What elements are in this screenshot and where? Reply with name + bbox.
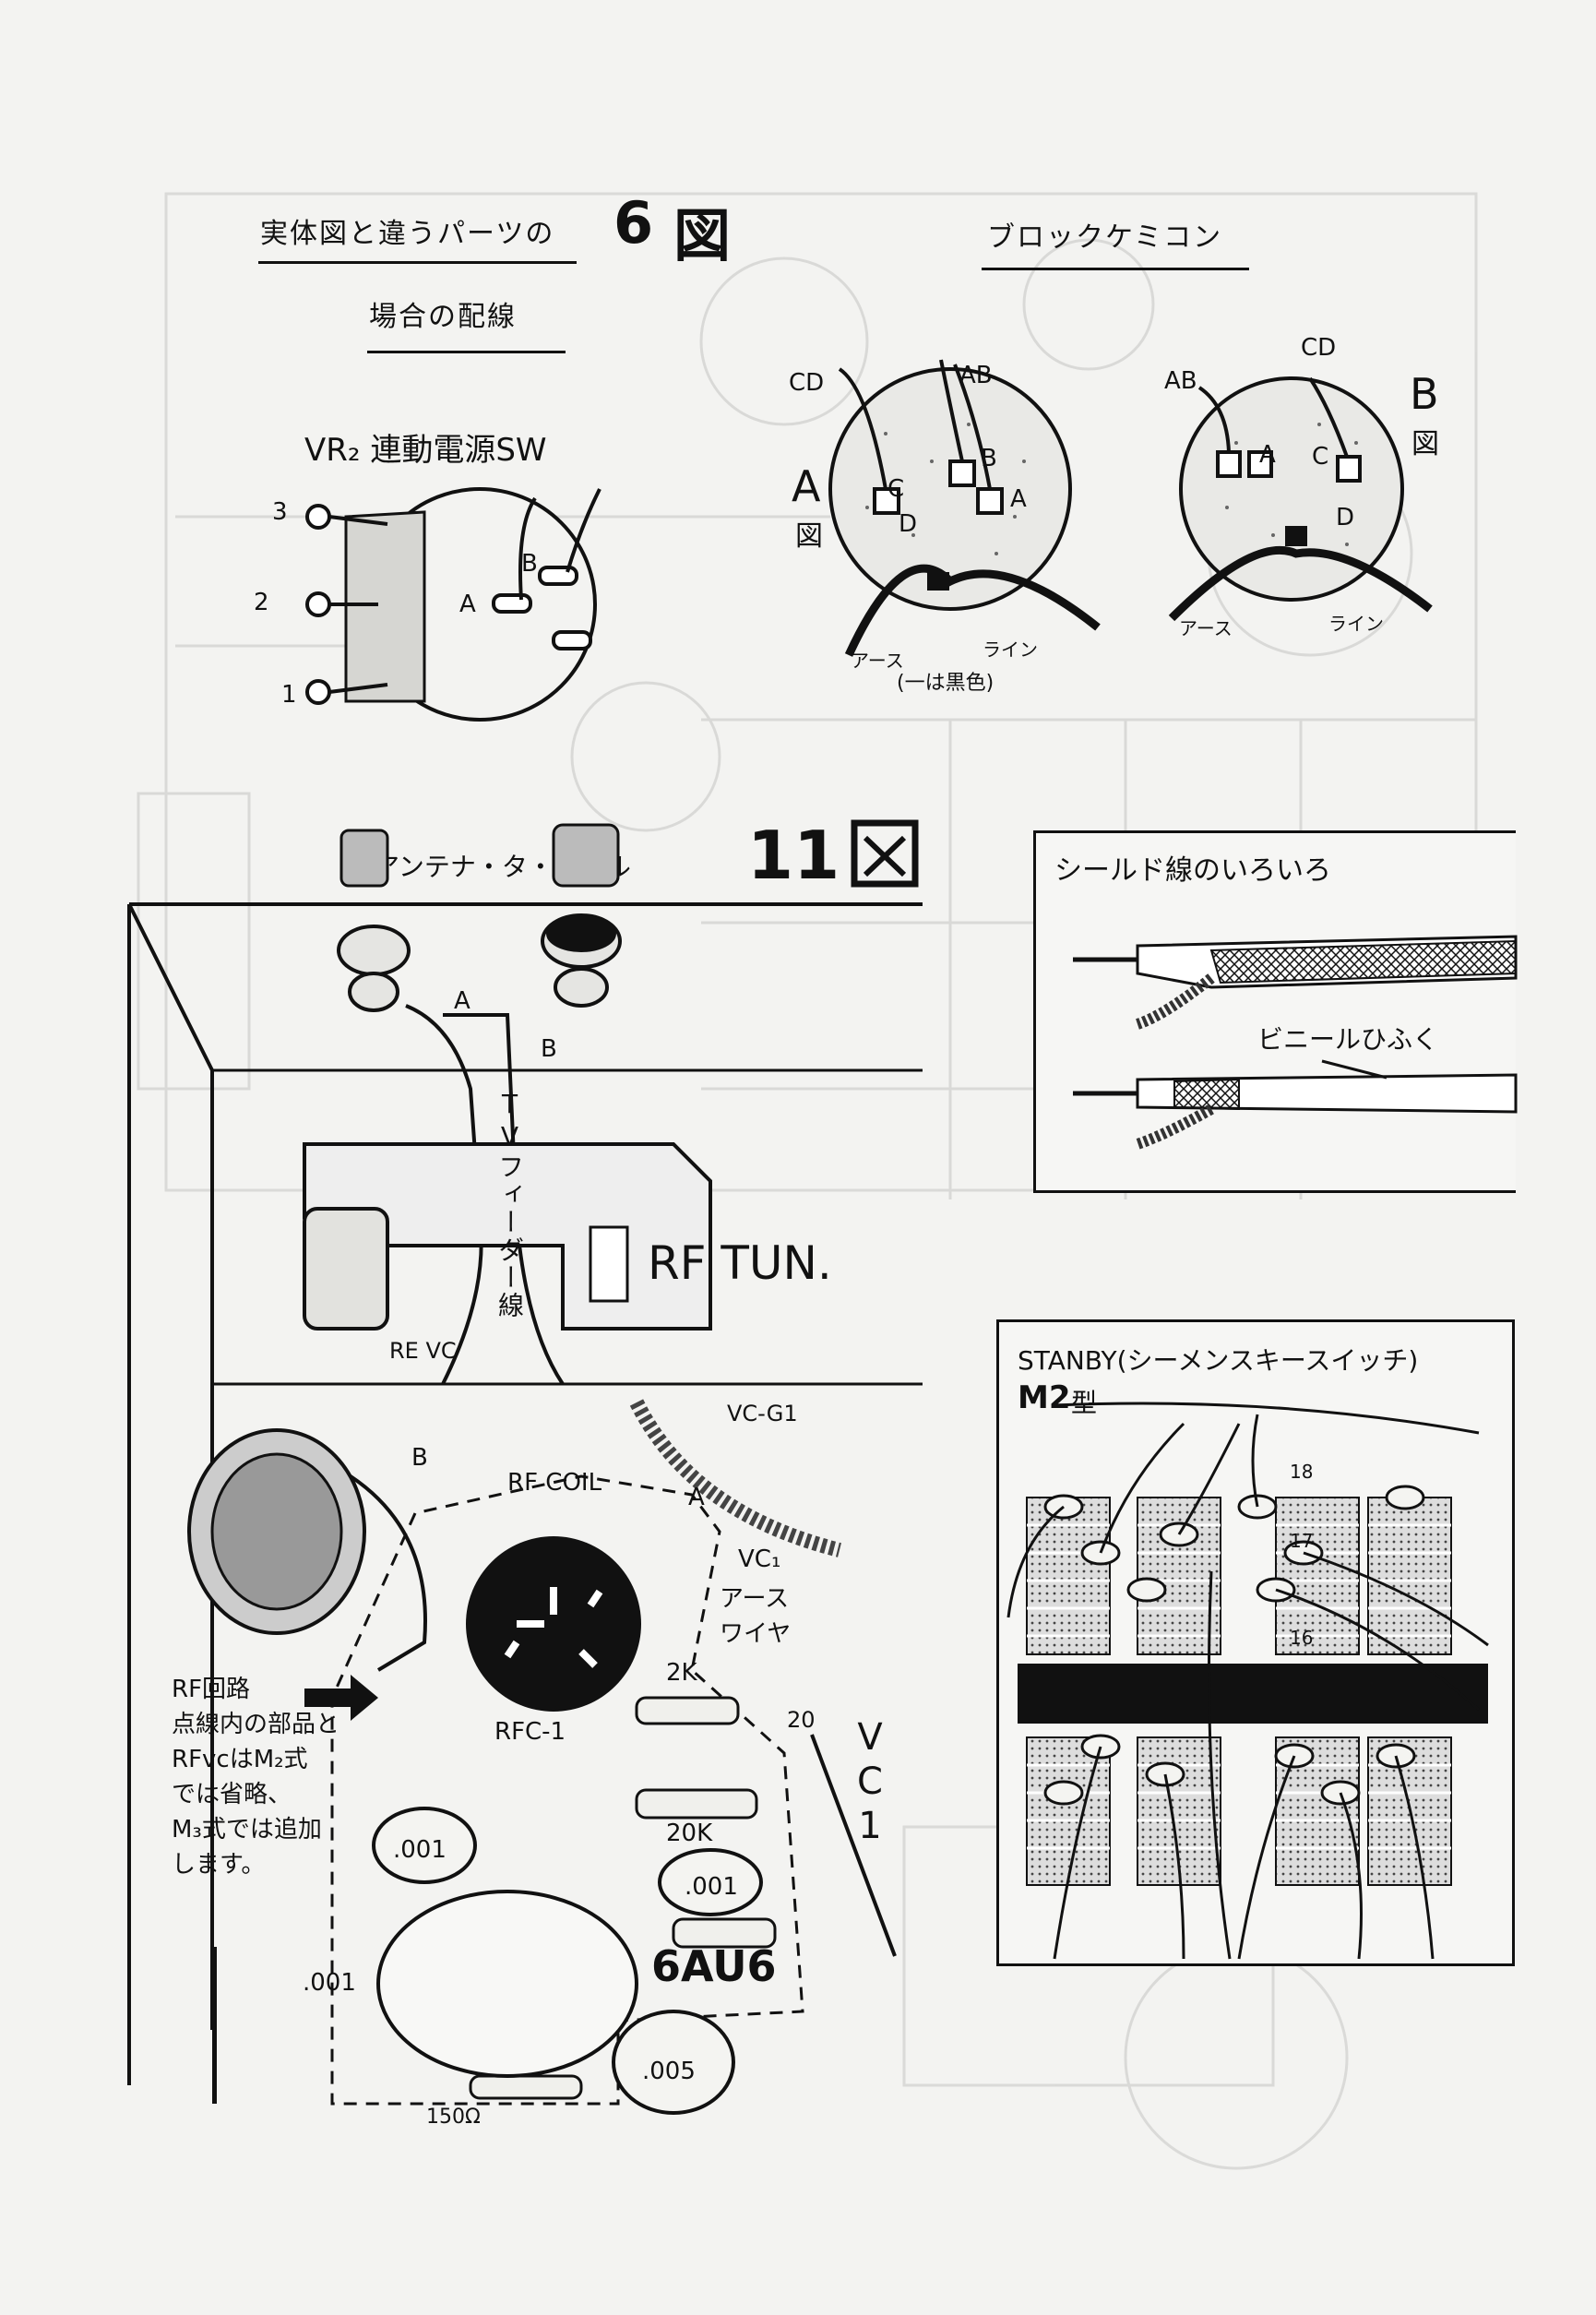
standby-contact-18: 18	[1290, 1461, 1314, 1483]
cap-001-b-label: .001	[685, 1873, 738, 1901]
block-a-pin-b: B	[981, 445, 997, 472]
rf-note-line2: 点線内の部品と	[172, 1711, 340, 1738]
rf-tuner-label: RF TUN.	[648, 1236, 832, 1290]
shield-cable-panel: シールド線のいろいろ ビニールひふく	[1033, 830, 1518, 1193]
block-b-pin-d: D	[1336, 504, 1355, 531]
block-a-earth: アース	[851, 650, 904, 672]
standby-switch-panel: STANBY(シーメンスキースイッチ) M2 型	[996, 1319, 1515, 1966]
rf-note-line6: します。	[172, 1851, 266, 1879]
vc1-earth-line2: アース	[720, 1585, 790, 1613]
vr2-term-b: B	[521, 550, 538, 578]
rf-note-line1: RF回路	[172, 1676, 251, 1703]
block-a-ab-label: AB	[959, 362, 993, 389]
pin-20-label: 20	[787, 1707, 816, 1733]
block-b-fig-letter: B	[1410, 369, 1439, 419]
tv-feeder-label: TVフィーダー線	[494, 1089, 525, 1319]
vinyl-coating-label: ビニールひふく	[1257, 1024, 1439, 1055]
vr2-lug-2: 2	[254, 589, 269, 616]
block-a-pin-a: A	[1010, 485, 1027, 513]
vr2-term-a: A	[459, 591, 476, 618]
block-b-fig-kanji: 図	[1411, 428, 1439, 460]
standby-switch-drawing	[1006, 1402, 1489, 1960]
block-a-fig-letter: A	[792, 461, 821, 511]
block-cap-underline	[982, 268, 1249, 270]
resistor-20k-label: 20K	[666, 1820, 713, 1847]
rf-coil-label: RF COIL	[507, 1469, 602, 1497]
cap-001-a-label: .001	[393, 1836, 447, 1864]
fig6-title-underline1	[258, 261, 577, 264]
block-a-line: ライン	[983, 638, 1038, 661]
shield-title: シールド線のいろいろ	[1054, 854, 1331, 887]
block-a-pin-d: D	[899, 510, 918, 538]
vr2-switch-title: VR₂ 連動電源SW	[304, 432, 547, 469]
block-a-cd-label: CD	[789, 369, 825, 397]
fig11-drawing	[127, 823, 923, 2115]
fig6-title-line2: 場合の配線	[369, 301, 517, 333]
tube-6au6-label: 6AU6	[651, 1941, 777, 1991]
resistor-150-label: 150Ω	[426, 2106, 481, 2129]
block-cap-b-drawing	[1168, 376, 1433, 622]
shield-cable-drawing	[1073, 935, 1518, 1150]
block-b-pin-a: A	[1259, 441, 1276, 469]
fig6-title-line1: 実体図と違うパーツの	[260, 218, 555, 250]
rf-note-line5: M₃式では追加	[172, 1816, 322, 1844]
re-vc-label: RE VC	[389, 1338, 457, 1364]
vr2-lug-1: 1	[281, 681, 297, 709]
standby-model: M2	[1018, 1379, 1071, 1416]
vr2-switch-drawing	[305, 487, 601, 722]
standby-contact-17: 17	[1290, 1530, 1314, 1552]
rf-note-line3: RFvcはM₂式	[172, 1746, 308, 1773]
shield-panel-topline	[1033, 830, 1516, 833]
block-b-earth: アース	[1179, 617, 1233, 639]
block-a-black-note: (一は黒色)	[897, 672, 995, 695]
resistor-2k-label: 2K	[666, 1659, 697, 1687]
fig6-number: 6	[613, 189, 654, 257]
fig11-number: 11	[747, 817, 840, 894]
fig11-kanji-box	[851, 819, 919, 888]
vr2-lug-3: 3	[272, 498, 288, 526]
fig11-term-a: A	[454, 987, 470, 1015]
cap-001-c-label: .001	[303, 1969, 356, 1997]
rf-note-line4: では省略、	[172, 1781, 292, 1808]
block-cap-a-drawing	[828, 359, 1101, 657]
coil-b-label: B	[411, 1444, 428, 1472]
block-a-fig-kanji: 図	[795, 520, 823, 553]
vc-g1-label: VC-G1	[727, 1401, 798, 1426]
vc1-label: VC1	[849, 1716, 891, 1849]
block-b-pin-c: C	[1312, 443, 1329, 471]
fig6-kanji: 図	[673, 202, 732, 269]
vc1-earth-line3: ワイヤ	[720, 1620, 792, 1648]
block-cap-heading: ブロックケミコン	[987, 221, 1223, 254]
fig11-term-b: B	[541, 1035, 557, 1063]
block-a-pin-c: C	[887, 475, 905, 503]
vc1-earth-line1: VC₁	[738, 1545, 781, 1573]
rfc1-label: RFC-1	[494, 1718, 566, 1746]
standby-title: STANBY(シーメンスキースイッチ)	[1018, 1345, 1419, 1376]
block-b-cd-label: CD	[1301, 334, 1337, 362]
block-b-ab-label: AB	[1164, 367, 1197, 395]
standby-contact-16: 16	[1290, 1627, 1314, 1649]
block-b-line: ライン	[1328, 613, 1384, 635]
cap-005-label: .005	[642, 2058, 696, 2085]
coil-a-label: A	[688, 1484, 705, 1511]
fig6-title-underline2	[367, 351, 566, 353]
